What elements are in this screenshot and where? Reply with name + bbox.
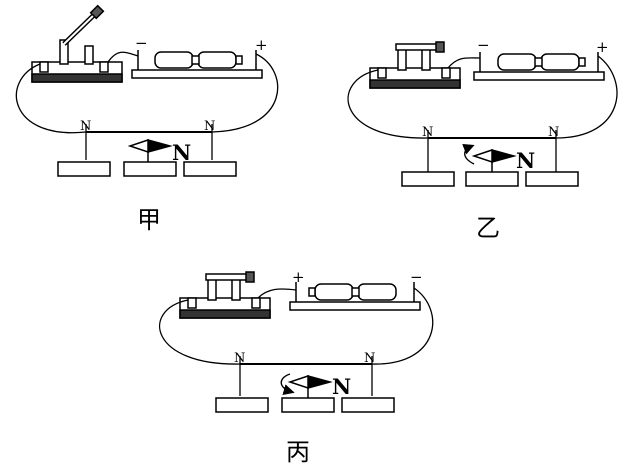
panel-jia: − + N N N 甲 — [15, 4, 279, 234]
circuit-wire — [347, 55, 618, 172]
knife-switch-open — [31, 4, 123, 83]
battery-holder — [289, 282, 421, 311]
panel-bing: + − N N N 丙 — [159, 268, 434, 466]
battery-terminal-left: − — [135, 34, 148, 52]
compass-needle — [127, 138, 173, 162]
battery-terminal-left: − — [477, 36, 490, 54]
needle-label: N — [516, 148, 535, 173]
needle-label: N — [332, 374, 351, 399]
wire-label-right: N — [548, 125, 559, 140]
compass-needle — [287, 374, 333, 398]
rotation-arrow-icon — [280, 373, 295, 396]
panel-yi: − + N N N 乙 — [347, 36, 618, 242]
rotation-arrow-icon — [462, 143, 475, 165]
compass-needle — [471, 148, 517, 172]
wire-label-right: N — [204, 119, 215, 134]
panel-caption: 丙 — [286, 438, 310, 466]
stands — [215, 397, 395, 413]
circuit-wire — [159, 287, 434, 396]
stands — [401, 171, 579, 187]
wire-label-left: N — [80, 119, 91, 134]
battery-terminal-left: + — [292, 268, 305, 286]
circuit-wire — [15, 51, 279, 160]
battery-terminal-right: + — [596, 38, 609, 56]
wire-label-right: N — [364, 351, 375, 366]
wire-label-left: N — [234, 351, 245, 366]
wire-label-left: N — [422, 125, 433, 140]
knife-switch-closed — [179, 271, 271, 319]
stands — [57, 161, 237, 177]
knife-switch-closed — [369, 41, 461, 89]
needle-label: N — [172, 140, 191, 165]
panel-caption: 甲 — [137, 206, 161, 234]
battery-holder — [473, 52, 605, 81]
battery-terminal-right: + — [255, 36, 268, 54]
panel-caption: 乙 — [476, 214, 500, 242]
battery-terminal-right: − — [410, 268, 423, 286]
battery-holder — [131, 50, 263, 79]
